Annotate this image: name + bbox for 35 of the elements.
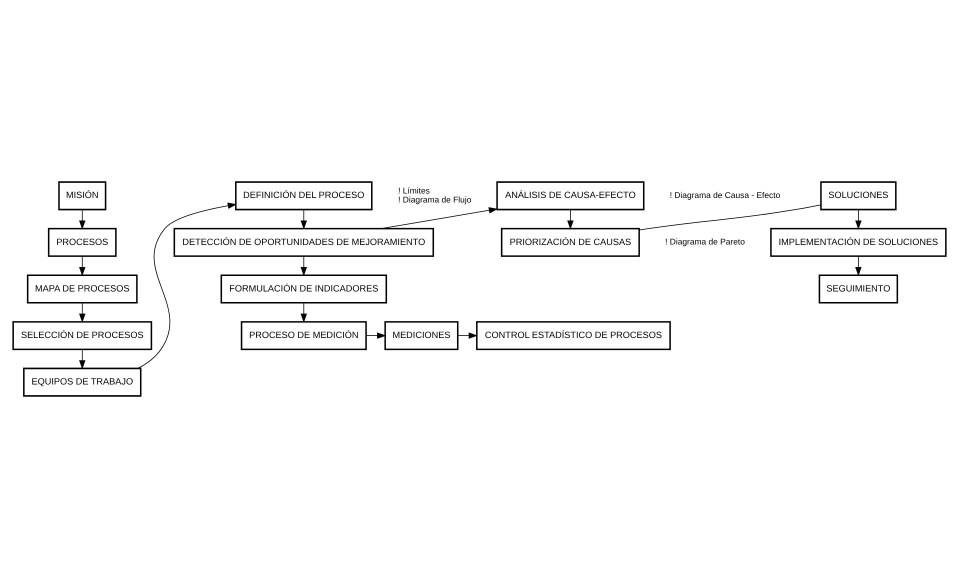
node-label: ! Diagrama de Causa - Efecto xyxy=(670,189,780,200)
node-box: PRIORIZACIÓN DE CAUSAS xyxy=(500,227,640,256)
node-box: DEFINICIÓN DEL PROCESO xyxy=(235,180,373,210)
node-box: CONTROL ESTADÍSTICO DE PROCESOS xyxy=(476,320,671,350)
arrow xyxy=(300,255,308,276)
node-box: SOLUCIONES xyxy=(820,180,897,210)
arrow xyxy=(300,302,308,322)
node-box: EQUIPOS DE TRABAJO xyxy=(23,367,142,396)
arrow xyxy=(855,255,862,276)
node-box: DETECCIÓN DE OPORTUNIDADES DE MEJORAMIENTO xyxy=(174,227,434,256)
arrow xyxy=(458,332,478,338)
node-box: PROCESOS xyxy=(48,227,117,256)
node-label: ! Límites xyxy=(398,184,430,195)
arrow xyxy=(366,332,386,338)
node-box: MISIÓN xyxy=(58,180,106,210)
arrow xyxy=(300,208,308,230)
node-box: MAPA DE PROCESOS xyxy=(26,274,138,304)
node-box: ANÁLISIS DE CAUSA-EFECTO xyxy=(496,180,644,210)
node-box: PROCESO DE MEDICIÓN xyxy=(240,320,367,350)
arrow xyxy=(79,208,86,230)
node-label: ! Diagrama de Pareto xyxy=(665,236,745,246)
node-box: SELECCIÓN DE PROCESOS xyxy=(12,320,152,350)
node-box: FORMULACIÓN DE INDICADORES xyxy=(220,274,388,304)
node-box: SEGUIMIENTO xyxy=(818,274,898,304)
arrow xyxy=(79,348,86,369)
arrow xyxy=(855,208,862,230)
arrow xyxy=(79,255,86,276)
connector xyxy=(638,204,822,230)
node-label: ! Diagrama de Flujo xyxy=(398,194,472,204)
arrow xyxy=(380,206,498,228)
node-box: MEDICIONES xyxy=(384,320,458,350)
arrow xyxy=(137,202,237,368)
arrow xyxy=(567,208,574,230)
node-box: IMPLEMENTACIÓN DE SOLUCIONES xyxy=(770,227,947,256)
arrow xyxy=(79,302,86,322)
